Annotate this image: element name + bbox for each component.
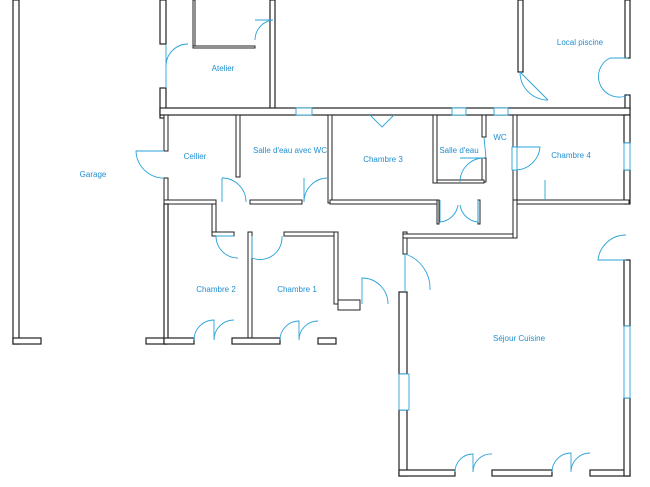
room-labels: Garage Atelier Local piscine Cellier Sal… <box>80 38 604 343</box>
label-local-piscine: Local piscine <box>557 38 604 47</box>
label-chambre-3: Chambre 3 <box>363 155 403 164</box>
label-garage: Garage <box>80 170 107 179</box>
label-chambre-1: Chambre 1 <box>277 285 317 294</box>
label-cellier: Cellier <box>184 152 207 161</box>
upper-walls <box>159 0 631 119</box>
corridor-top-wall <box>159 107 631 116</box>
label-chambre-2: Chambre 2 <box>196 285 236 294</box>
label-wc: WC <box>493 133 507 142</box>
label-salle-eau-wc: Salle d'eau avec WC <box>253 146 327 155</box>
doors <box>135 19 629 473</box>
bedroom-walls <box>163 203 361 345</box>
garage-walls <box>12 0 167 345</box>
windows <box>295 107 631 411</box>
label-atelier: Atelier <box>212 64 235 73</box>
label-chambre-4: Chambre 4 <box>551 151 591 160</box>
partitions-top-row <box>163 114 631 225</box>
label-sejour-cuisine: Séjour Cuisine <box>493 334 546 343</box>
label-salle-eau: Salle d'eau <box>439 146 478 155</box>
